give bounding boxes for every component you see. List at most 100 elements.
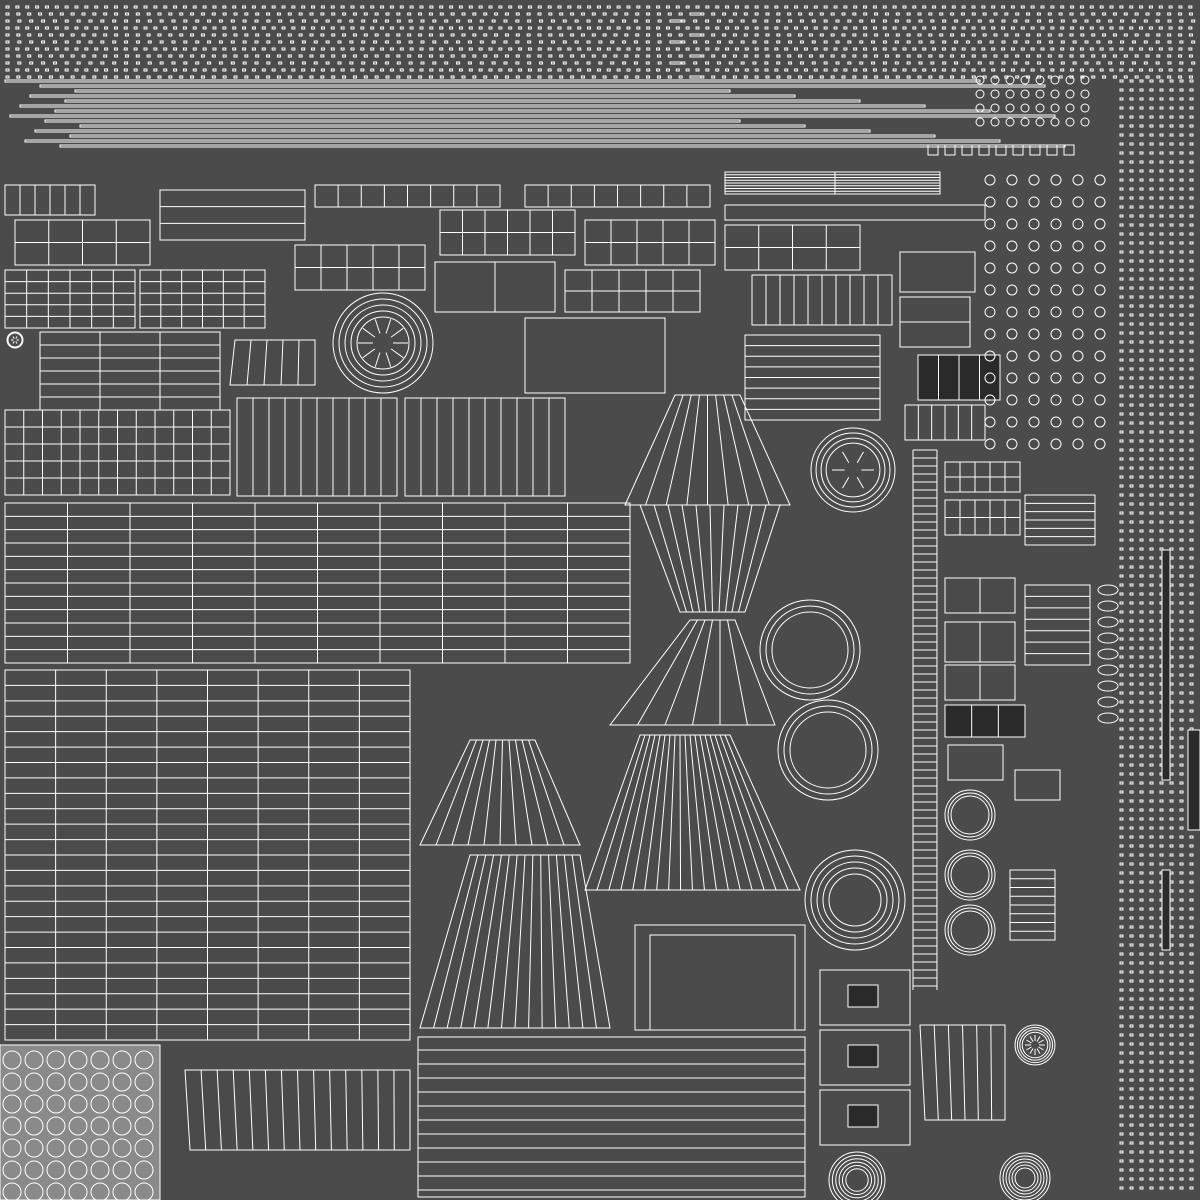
uv-dot [1169, 232, 1174, 236]
uv-dot [1096, 19, 1101, 23]
uv-dot [1139, 637, 1144, 641]
uv-dot [539, 19, 544, 23]
uv-edge [451, 739, 484, 846]
uv-dot [1139, 1105, 1144, 1109]
uv-dot [622, 40, 627, 44]
uv-dot [212, 47, 217, 51]
uv-dot [1129, 304, 1134, 308]
uv-dot [207, 19, 212, 23]
uv-dot [261, 26, 266, 30]
uv-dot [646, 75, 651, 79]
uv-dot [872, 68, 877, 72]
uv-small-circle [984, 218, 996, 230]
uv-dot [1102, 33, 1107, 37]
uv-dot [1129, 961, 1134, 965]
uv-dot [396, 61, 401, 65]
uv-dot [1129, 151, 1134, 155]
uv-small-circle [1028, 350, 1040, 362]
uv-dot [1189, 331, 1194, 335]
uv-dot [450, 33, 455, 37]
uv-dot [678, 75, 683, 79]
uv-dot [841, 54, 846, 58]
uv-dot [94, 26, 99, 30]
uv-dot [1179, 196, 1184, 200]
uv-dot [1179, 1096, 1184, 1100]
uv-dot [1089, 26, 1094, 30]
uv-edge [842, 477, 850, 489]
uv-dot [951, 26, 956, 30]
uv-dot [352, 12, 357, 16]
uv-dot [114, 33, 119, 37]
uv-dot [776, 33, 781, 37]
uv-dot [537, 54, 542, 58]
uv-dot [728, 19, 733, 23]
uv-small-circle [1028, 438, 1040, 450]
uv-dot [1119, 961, 1124, 965]
uv-dot [732, 75, 737, 79]
uv-dot [917, 12, 922, 16]
uv-small-circle [1094, 328, 1106, 340]
uv-ring [815, 432, 891, 508]
uv-edge [723, 394, 750, 506]
uv-dot [932, 26, 937, 30]
uv-dot [1139, 223, 1144, 227]
uv-edge [514, 854, 526, 1029]
uv-dot [1119, 592, 1124, 596]
uv-dot [428, 54, 433, 58]
uv-small-circle [1028, 196, 1040, 208]
uv-dot [1139, 358, 1144, 362]
uv-island [819, 1029, 911, 1086]
uv-dot [1129, 259, 1134, 263]
uv-dot [1149, 628, 1154, 632]
uv-dot [233, 75, 238, 79]
uv-dot [1159, 241, 1164, 245]
uv-dot [1159, 448, 1164, 452]
uv-dot [1129, 1042, 1134, 1046]
uv-dot [1129, 637, 1134, 641]
uv-dot [1139, 367, 1144, 371]
uv-dot [1149, 187, 1154, 191]
uv-dot [147, 61, 152, 65]
uv-edge [694, 734, 717, 891]
uv-dot [508, 47, 513, 51]
uv-edge [714, 734, 765, 891]
uv-dot [1169, 1078, 1174, 1082]
uv-dot [1179, 61, 1184, 65]
uv-dot [1179, 880, 1184, 884]
uv-dot [939, 54, 944, 58]
uv-dot [1139, 1186, 1144, 1190]
uv-dot [1119, 997, 1124, 1001]
uv-dot [586, 19, 591, 23]
uv-dot [15, 26, 20, 30]
uv-dot [1119, 1177, 1124, 1181]
uv-dot [190, 75, 195, 79]
uv-dot [1167, 61, 1172, 65]
uv-dot [1149, 313, 1154, 317]
uv-dot [352, 54, 357, 58]
uv-dot [254, 19, 259, 23]
uv-dot [1169, 1123, 1174, 1127]
uv-dot [1001, 5, 1006, 9]
uv-dot [1058, 33, 1063, 37]
uv-dot [232, 47, 237, 51]
uv-dot [1080, 54, 1085, 58]
uv-dot [385, 75, 390, 79]
uv-dot [1139, 349, 1144, 353]
uv-dot [587, 26, 592, 30]
uv-edge [528, 854, 534, 1029]
uv-small-ellipse [1097, 616, 1119, 628]
uv-small-circle [1065, 75, 1075, 85]
uv-dot [1079, 26, 1084, 30]
uv-dot [1149, 1150, 1154, 1154]
uv-dot [195, 40, 200, 44]
uv-dot [1004, 33, 1009, 37]
uv-dot [693, 61, 698, 65]
uv-dot [291, 47, 296, 51]
uv-dot [1149, 295, 1154, 299]
uv-small-circle [1050, 284, 1062, 296]
uv-dot [971, 33, 976, 37]
uv-dot [124, 19, 129, 23]
uv-edge [686, 394, 700, 506]
uv-dot [5, 40, 10, 44]
